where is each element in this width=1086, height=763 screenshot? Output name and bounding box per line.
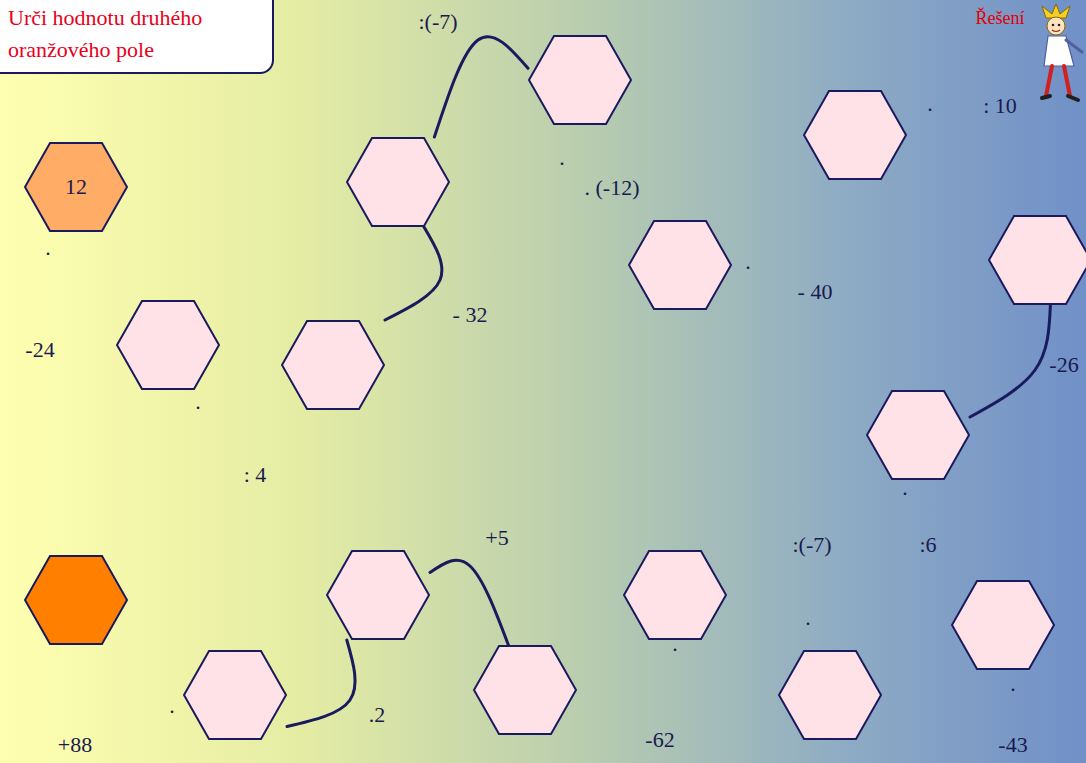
hexagon-shape: [346, 137, 450, 227]
number-field: [778, 650, 882, 740]
hexagon-shape: [528, 35, 632, 125]
number-field: [951, 580, 1055, 670]
solution-link: Řešení: [976, 9, 1025, 27]
operation-label: -24: [25, 339, 54, 361]
number-field: [528, 35, 632, 125]
hexagon-shape: [951, 580, 1055, 670]
hexagon-outline: [804, 91, 906, 179]
operation-label: - 40: [798, 281, 833, 303]
arc-label: .2: [369, 704, 386, 726]
hexagon-shape: [183, 650, 287, 740]
field-content: [473, 645, 577, 735]
hexagon-outline: [779, 651, 881, 739]
number-field: [281, 320, 385, 410]
hexagon-shape: [473, 645, 577, 735]
operation-label: :6: [919, 534, 936, 556]
number-field: [326, 550, 430, 640]
number-field: [183, 650, 287, 740]
operation-label: .: [169, 695, 175, 717]
hexagon-outline: [867, 391, 969, 479]
hexagon-outline: [952, 581, 1054, 669]
hexagon-shape: [778, 650, 882, 740]
operation-label: -62: [645, 729, 674, 751]
operation-label: .: [195, 391, 201, 413]
orange-field: [24, 555, 128, 645]
field-content: [623, 550, 727, 640]
number-field: [116, 300, 220, 390]
field-content: [326, 550, 430, 640]
number-field: [623, 550, 727, 640]
hexagon-shape: [281, 320, 385, 410]
field-content: [24, 555, 128, 645]
hexagon-outline: [529, 36, 631, 124]
field-value: 12: [65, 174, 87, 200]
hexagon-shape: [24, 555, 128, 645]
operation-label: .: [745, 251, 751, 273]
hexagon-shape: [866, 390, 970, 480]
operation-label: .: [559, 147, 565, 169]
operation-arc: [430, 560, 508, 645]
operation-label: .: [1010, 673, 1016, 695]
hexagon-shape: [326, 550, 430, 640]
number-field: [346, 137, 450, 227]
field-content: [116, 300, 220, 390]
title-text: Urči hodnotu druhého oranžového pole: [8, 2, 258, 66]
field-content: [528, 35, 632, 125]
field-content: [778, 650, 882, 740]
operation-label: -43: [998, 734, 1027, 756]
field-content: [346, 137, 450, 227]
hexagon-outline: [347, 138, 449, 226]
field-content: [988, 215, 1086, 305]
operation-label: :(-7): [792, 534, 831, 556]
arc-label: - 32: [453, 304, 488, 326]
operation-label: .: [927, 93, 933, 115]
cartoon-figure: [1042, 4, 1082, 100]
operation-arc: [434, 37, 528, 137]
hexagon-shape: [116, 300, 220, 390]
hexagon-shape: [988, 215, 1086, 305]
operation-label: .: [672, 633, 678, 655]
operation-arc: [287, 640, 355, 727]
number-field: [866, 390, 970, 480]
field-content: [281, 320, 385, 410]
operation-label: .: [45, 237, 51, 259]
hexagon-shape: [803, 90, 907, 180]
hexagon-outline: [624, 551, 726, 639]
operation-arc: [385, 227, 442, 320]
orange-field: 12: [24, 142, 128, 232]
hexagon-outline: [989, 216, 1086, 304]
number-field: [473, 645, 577, 735]
operation-label: +88: [58, 734, 92, 756]
hexagon-outline: [282, 321, 384, 409]
number-field: [628, 220, 732, 310]
field-content: [628, 220, 732, 310]
hexagon-outline: [629, 221, 731, 309]
operation-label: .: [805, 607, 811, 629]
field-content: 12: [24, 142, 128, 232]
hexagon-outline: [327, 551, 429, 639]
hexagon-outline: [25, 556, 127, 644]
hexagon-outline: [25, 143, 127, 231]
arc-label: :(-7): [418, 11, 457, 33]
operation-label: .: [902, 477, 908, 499]
field-content: [183, 650, 287, 740]
field-content: [803, 90, 907, 180]
operation-label: . (-12): [585, 177, 640, 199]
field-content: [951, 580, 1055, 670]
operation-label: : 10: [983, 95, 1017, 117]
number-field: [803, 90, 907, 180]
operation-arc: [970, 305, 1050, 417]
hexagon-outline: [184, 651, 286, 739]
hexagon-shape: [628, 220, 732, 310]
field-content: [866, 390, 970, 480]
hexagon-outline: [117, 301, 219, 389]
arc-label: -26: [1049, 354, 1078, 376]
title-box: Urči hodnotu druhého oranžového pole: [0, 0, 274, 74]
operation-label: : 4: [244, 464, 267, 486]
arc-label: +5: [485, 527, 508, 549]
number-field: [988, 215, 1086, 305]
hexagon-shape: [623, 550, 727, 640]
hexagon-outline: [474, 646, 576, 734]
